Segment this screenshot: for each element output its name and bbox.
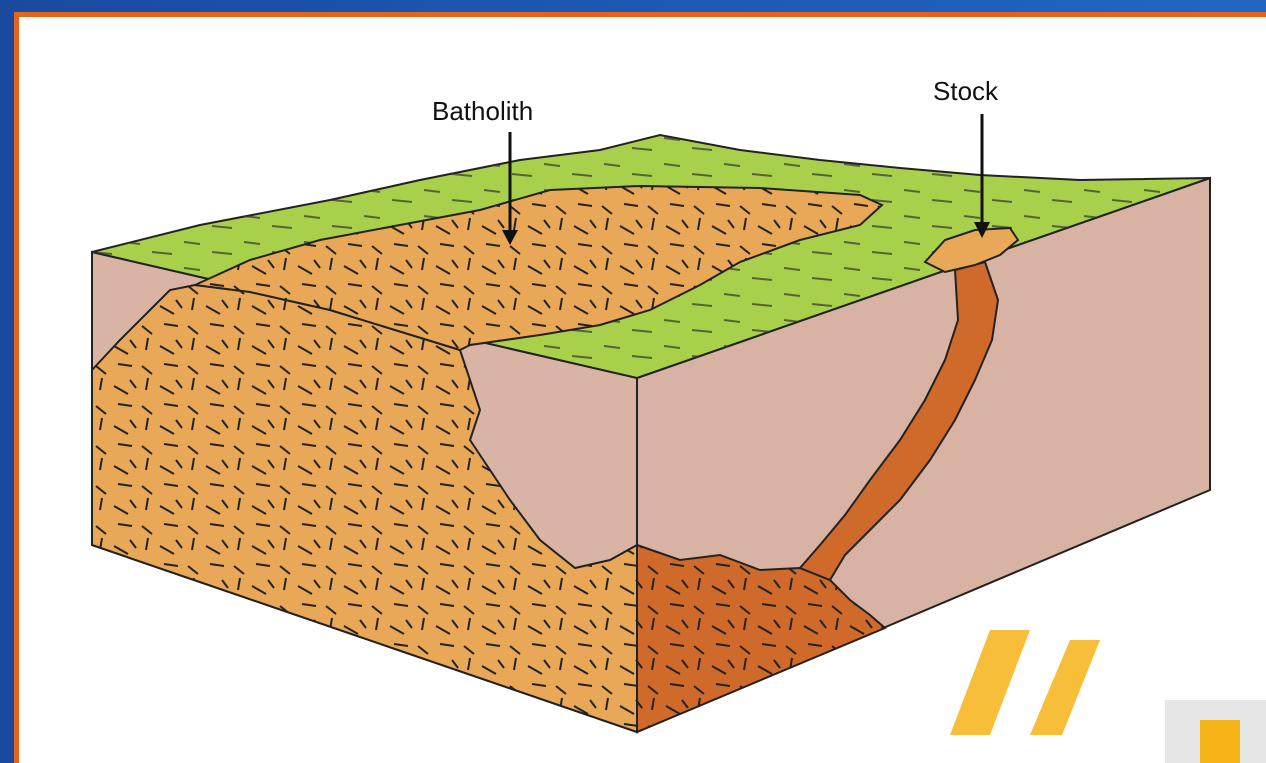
watermark-logo-inner	[1200, 720, 1240, 763]
watermark-stripe-2	[1030, 640, 1100, 735]
stock-label: Stock	[933, 76, 999, 106]
watermark-stripe-1	[950, 630, 1030, 735]
batholith-label: Batholith	[432, 96, 533, 126]
